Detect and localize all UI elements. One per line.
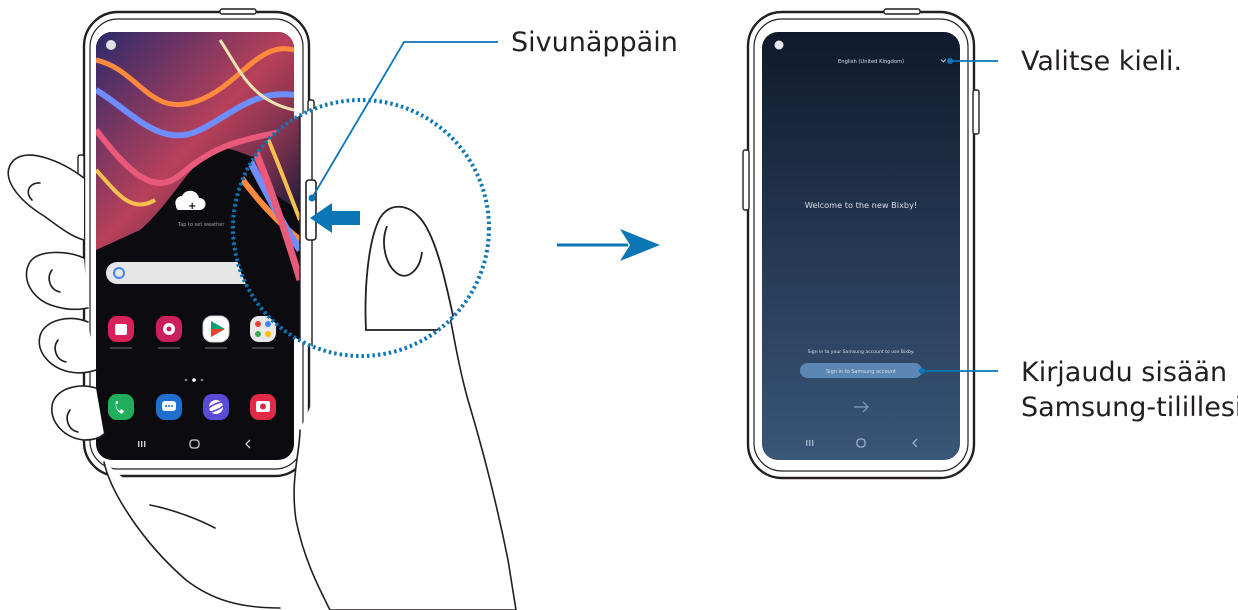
google-search-bar[interactable]: [106, 262, 282, 284]
press-arrow-icon: [310, 203, 360, 233]
front-camera: [774, 40, 784, 50]
svg-text:+: +: [188, 201, 196, 212]
hand: [7, 154, 281, 609]
play-store-icon[interactable]: [202, 315, 230, 343]
sign-in-prompt: Sign in to your Samsung account to use B…: [808, 349, 915, 355]
left-nav-bar: [138, 439, 251, 449]
gallery-icon[interactable]: [156, 316, 182, 342]
weather-tap-text: Tap to set weather: [177, 222, 225, 228]
side-key-callout: Sivunäppäin: [308, 27, 678, 202]
next-arrow-icon[interactable]: [854, 401, 869, 413]
language-callout: Valitse kieli.: [947, 46, 1182, 77]
right-phone: English (United Kingdom) Welcome to the …: [742, 8, 980, 480]
bixby-screen: [762, 32, 960, 460]
language-selector[interactable]: English (United Kingdom): [838, 59, 904, 65]
right-nav-bar: [806, 438, 918, 448]
galaxy-store-icon[interactable]: [108, 316, 134, 342]
back-icon[interactable]: [912, 438, 918, 448]
side-key[interactable]: [305, 179, 317, 241]
app-row-1: [108, 315, 276, 349]
sign-in-label-line-2: Samsung-tilillesi.: [1021, 392, 1238, 423]
app-dock: [108, 394, 276, 420]
welcome-text: Welcome to the new Bixby!: [805, 200, 918, 210]
sign-in-button-label: Sign in to Samsung account: [826, 369, 896, 375]
sign-in-callout: Kirjaudu sisään Samsung-tilillesi.: [919, 357, 1238, 423]
internet-icon[interactable]: [203, 394, 229, 420]
transition-arrow-icon: [557, 229, 660, 261]
recent-apps-icon[interactable]: [138, 441, 146, 447]
sign-in-button[interactable]: Sign in to Samsung account: [800, 363, 922, 378]
left-phone: + Tap to set weather: [77, 8, 315, 478]
sign-in-label-line-1: Kirjaudu sisään: [1021, 357, 1227, 388]
google-folder-icon[interactable]: [250, 316, 276, 342]
home-icon[interactable]: [856, 438, 866, 448]
home-icon[interactable]: [189, 439, 200, 449]
back-icon[interactable]: [245, 439, 251, 449]
cloud-plus-icon[interactable]: +: [175, 190, 206, 212]
camera-icon[interactable]: [250, 394, 276, 420]
select-language-label: Valitse kieli.: [1021, 46, 1182, 77]
messages-icon[interactable]: [156, 394, 182, 420]
recent-apps-icon[interactable]: [806, 440, 814, 446]
side-key-label: Sivunäppäin: [511, 27, 678, 58]
phone-icon[interactable]: [108, 394, 134, 420]
chevron-down-icon[interactable]: [940, 59, 947, 63]
left-wallpaper: [96, 32, 294, 250]
google-search-icon: [113, 267, 125, 279]
